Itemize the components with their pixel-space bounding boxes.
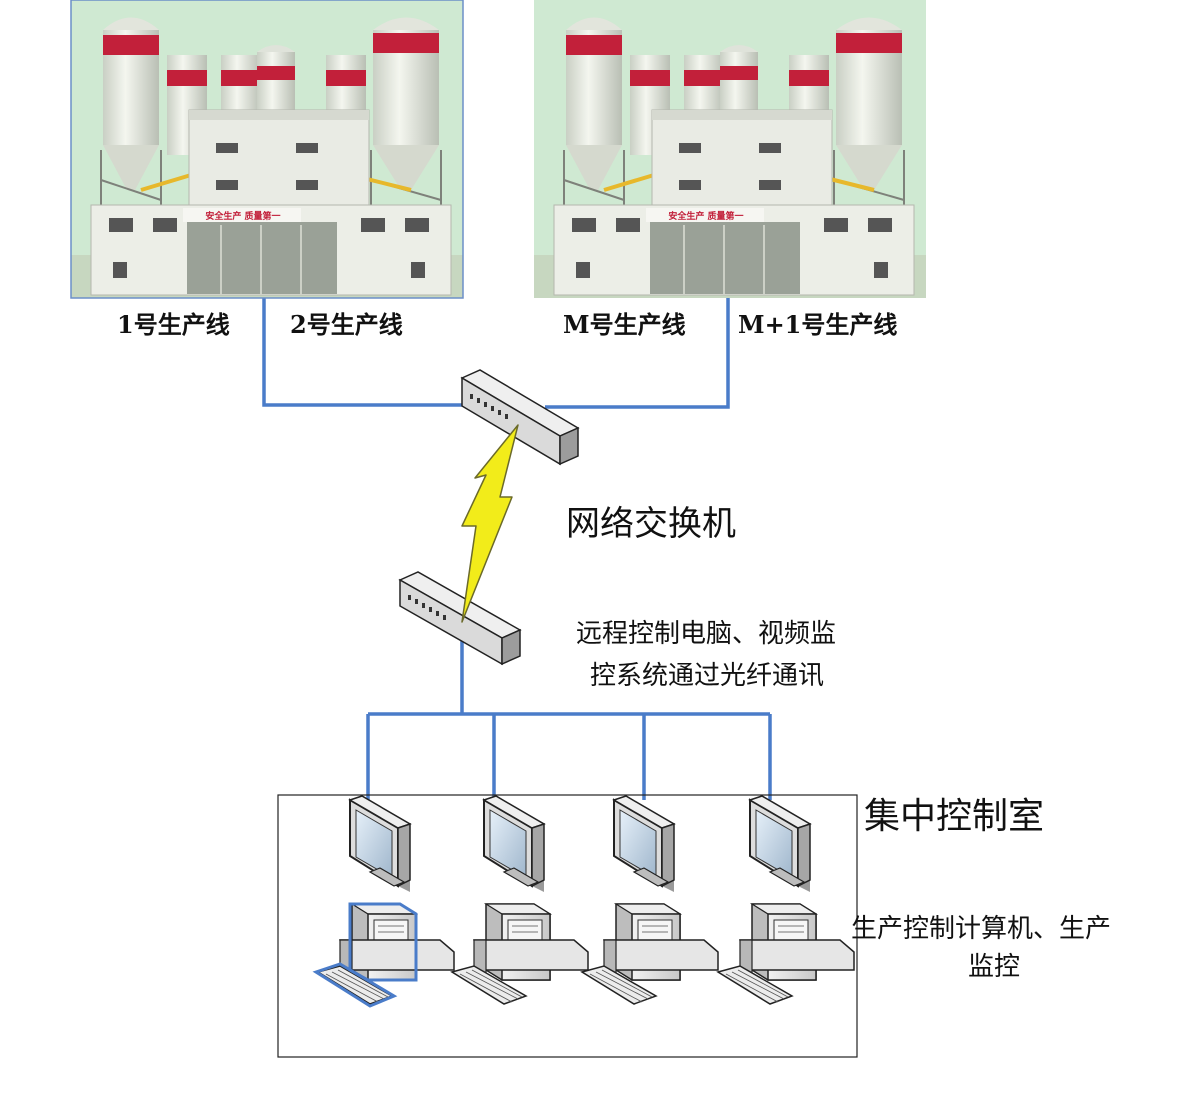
line-label-m: M号生产线: [563, 310, 686, 339]
computer-1: [312, 795, 455, 1008]
control-room-label: 集中控制室: [864, 796, 1044, 837]
network-switch-upper: [460, 369, 580, 466]
link-line-1-2: [262, 298, 470, 407]
switch-label: 网络交换机: [566, 504, 736, 544]
line-label-1: 1号生产线: [117, 310, 230, 339]
computer-2: [451, 795, 589, 1005]
fiber-note-line2: 控系统通过光纤通讯: [590, 661, 824, 691]
plant-photo-left: 安全生产 质量第一: [69, 0, 465, 300]
link-line-m: [545, 298, 730, 409]
control-room-box: [277, 794, 858, 1058]
pc-note-line1: 生产控制计算机、生产: [851, 914, 1111, 944]
plant-photo-right: 安全生产 质量第一: [532, 0, 928, 300]
fiber-note-line1: 远程控制电脑、视频监: [576, 619, 836, 649]
pc-note-line2: 监控: [968, 952, 1020, 982]
line-label-m1: M+1号生产线: [738, 310, 897, 339]
plant-banner-left: 安全生产 质量第一: [205, 210, 280, 222]
lightning-bolt-icon: [461, 424, 519, 623]
computer-4: [717, 795, 855, 1005]
plant-banner-right: 安全生产 质量第一: [668, 210, 743, 222]
computer-3: [581, 795, 719, 1005]
network-switch-lower: [398, 571, 522, 666]
line-label-2: 2号生产线: [290, 310, 403, 339]
network-links: [262, 298, 772, 800]
